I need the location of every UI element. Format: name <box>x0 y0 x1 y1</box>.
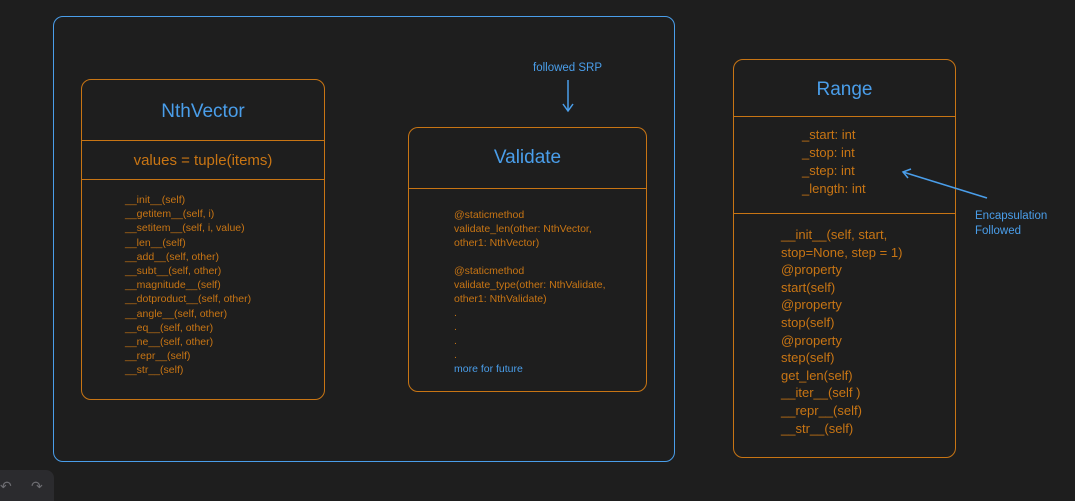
separator <box>82 140 324 141</box>
method-item: __dotproduct__(self, other) <box>125 293 252 306</box>
method-list-validate: @staticmethod validate_len(other: NthVec… <box>454 208 606 376</box>
class-box-nthvector[interactable]: NthVector values = tuple(items) __init__… <box>81 79 325 400</box>
method-item: get_len(self) <box>781 367 853 383</box>
ellipsis-dot: . <box>454 349 457 361</box>
method-list-nthvector: __init__(self) __getitem__(self, i) __se… <box>125 193 251 378</box>
annotation-encapsulation-line2: Followed <box>975 225 1022 237</box>
ellipsis-dot: . <box>454 321 457 333</box>
class-title-validate: Validate <box>493 147 562 168</box>
undo-redo-toolbar: ↶ ↷ <box>0 470 54 501</box>
method-item: @staticmethod <box>454 265 525 277</box>
method-item: @property <box>781 297 842 313</box>
attribute-list-range: _start: int _stop: int _step: int _lengt… <box>802 126 866 198</box>
arrow-encapsulation[interactable] <box>901 168 988 199</box>
attribute-item: _start: int <box>802 127 856 142</box>
attribute-item: _length: int <box>802 181 866 196</box>
method-item: start(self) <box>781 279 836 295</box>
method-item: __str__(self) <box>781 420 854 436</box>
method-item: step(self) <box>781 350 835 366</box>
method-item: __str__(self) <box>125 364 184 377</box>
method-item: __repr__(self) <box>781 402 862 418</box>
module-frame[interactable] <box>53 16 675 462</box>
attribute-item: _step: int <box>802 163 855 178</box>
method-item: __setitem__(self, i, value) <box>125 222 245 235</box>
method-item: @property <box>781 262 842 278</box>
method-item: stop=None, step = 1) <box>781 244 903 260</box>
separator <box>409 188 646 189</box>
separator <box>734 116 955 117</box>
method-item: __subt__(self, other) <box>125 265 222 278</box>
method-item: validate_type(other: NthValidate, <box>454 279 606 291</box>
method-item: __iter__(self ) <box>781 385 861 401</box>
method-item: __len__(self) <box>125 236 186 249</box>
method-item: __eq__(self, other) <box>125 321 214 334</box>
more-for-future-note: more for future <box>454 363 523 375</box>
separator <box>82 179 324 180</box>
ellipsis-dot: . <box>454 307 457 319</box>
method-item: __init__(self) <box>125 194 186 206</box>
separator <box>734 213 955 214</box>
method-item: other1: NthValidate) <box>454 293 547 305</box>
method-item: __ne__(self, other) <box>125 336 214 349</box>
arrow-srp[interactable] <box>562 80 574 113</box>
method-item: stop(self) <box>781 314 835 330</box>
method-item: @staticmethod <box>454 209 525 221</box>
annotation-encapsulation-line1: Encapsulation <box>975 210 1048 222</box>
method-item: __getitem__(self, i) <box>125 208 215 221</box>
annotation-srp[interactable]: followed SRP <box>533 62 603 74</box>
method-item: other1: NthVector) <box>454 237 540 249</box>
class-title-range: Range <box>816 79 873 100</box>
redo-icon[interactable]: ↷ <box>31 478 43 494</box>
method-item: __angle__(self, other) <box>125 307 228 320</box>
undo-icon[interactable]: ↶ <box>0 478 12 494</box>
method-item: __magnitude__(self) <box>125 279 221 292</box>
method-item: __init__(self, start, <box>781 227 888 242</box>
method-item: validate_len(other: NthVector, <box>454 223 592 235</box>
attribute-values: values = tuple(items) <box>133 152 273 169</box>
method-item: @property <box>781 332 842 348</box>
ellipsis-dot: . <box>454 335 457 347</box>
attribute-item: _stop: int <box>802 145 855 160</box>
annotation-encapsulation[interactable]: Encapsulation Followed <box>975 209 1047 239</box>
class-box-validate[interactable]: Validate @staticmethod validate_len(othe… <box>408 127 647 392</box>
method-item: __add__(self, other) <box>125 250 219 263</box>
method-list-range: __init__(self, start, stop=None, step = … <box>781 226 902 437</box>
class-title-nthvector: NthVector <box>161 101 245 122</box>
class-box-range[interactable]: Range _start: int _stop: int _step: int … <box>733 59 956 458</box>
method-item: __repr__(self) <box>125 350 191 363</box>
